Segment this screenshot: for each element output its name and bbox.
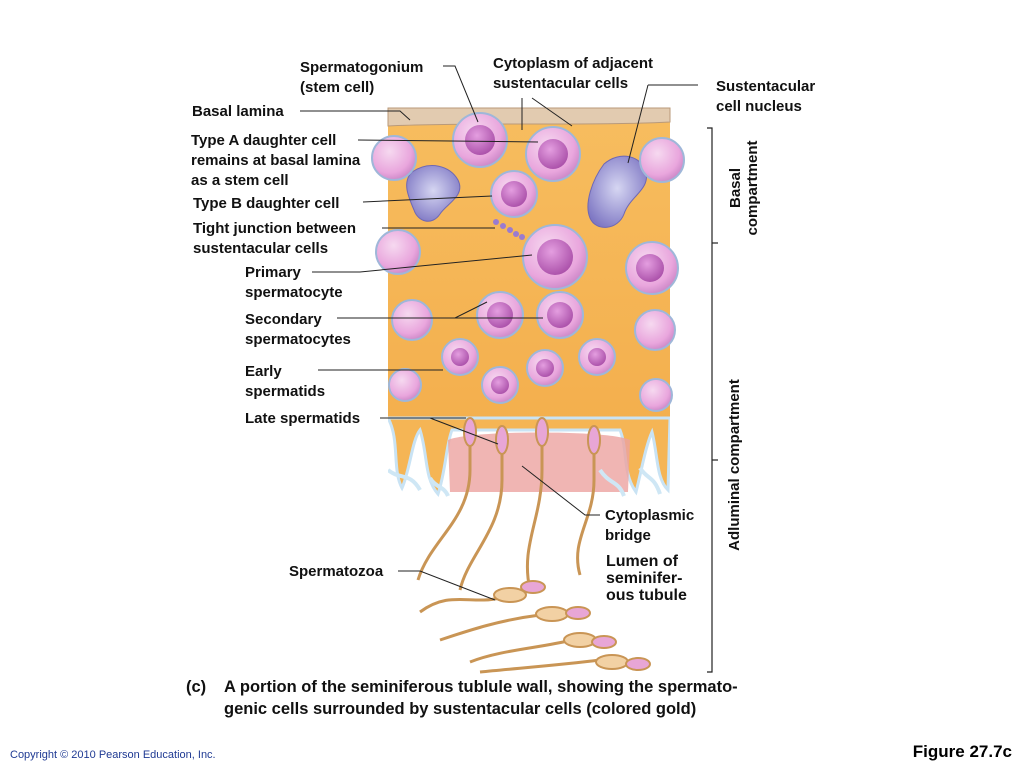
- label-primary-spermatocyte: Primary spermatocyte: [245, 264, 343, 301]
- compartment-bracket: [707, 127, 718, 673]
- sustentacular-nucleus-left: [406, 165, 461, 222]
- caption-line-2: genic cells surrounded by sustentacular …: [224, 700, 697, 718]
- tight-junction: [493, 219, 525, 240]
- label-cytoplasmic-bridge: Cytoplasmic bridge: [605, 507, 695, 544]
- caption-line-1: A portion of the seminiferous tublule wa…: [224, 678, 738, 696]
- label-spermatozoa: Spermatozoa: [289, 563, 384, 580]
- copyright-notice: Copyright © 2010 Pearson Education, Inc.: [10, 749, 216, 761]
- label-early-spermatids: Early spermatids: [245, 363, 326, 400]
- label-sustentacular-nucleus: Sustentacular cell nucleus: [716, 78, 816, 115]
- label-type-a-daughter: Type A daughter cell remains at basal la…: [191, 132, 361, 189]
- label-tight-junction: Tight junction between sustentacular cel…: [193, 220, 357, 257]
- basal-lamina: [387, 107, 671, 127]
- sperm-heads: [463, 417, 651, 671]
- label-spermatogonium: Spermatogonium (stem cell): [300, 59, 424, 96]
- label-cytoplasm-adjacent: Cytoplasm of adjacent sustentacular cell…: [493, 55, 654, 92]
- caption-tag: (c): [186, 678, 207, 696]
- sustentacular-nucleus-right: [587, 155, 647, 228]
- figure-caption: (c) A portion of the seminiferous tublule…: [186, 676, 866, 720]
- label-basal-compartment: Basal compartment: [727, 140, 761, 236]
- label-adluminal-compartment: Adluminal compartment: [726, 379, 743, 551]
- label-late-spermatids: Late spermatids: [245, 410, 361, 427]
- leader-lines: [300, 65, 698, 601]
- figure-number: Figure 27.7c: [912, 742, 1012, 761]
- spermatids-and-spermatozoa: [416, 420, 601, 674]
- label-lumen: Lumen of seminifer- ous tubule: [606, 553, 687, 604]
- label-type-b-daughter: Type B daughter cell: [193, 195, 340, 212]
- label-secondary-spermatocytes: Secondary spermatocytes: [245, 311, 351, 348]
- label-basal-lamina: Basal lamina: [192, 103, 284, 120]
- germ-cells: [371, 112, 685, 412]
